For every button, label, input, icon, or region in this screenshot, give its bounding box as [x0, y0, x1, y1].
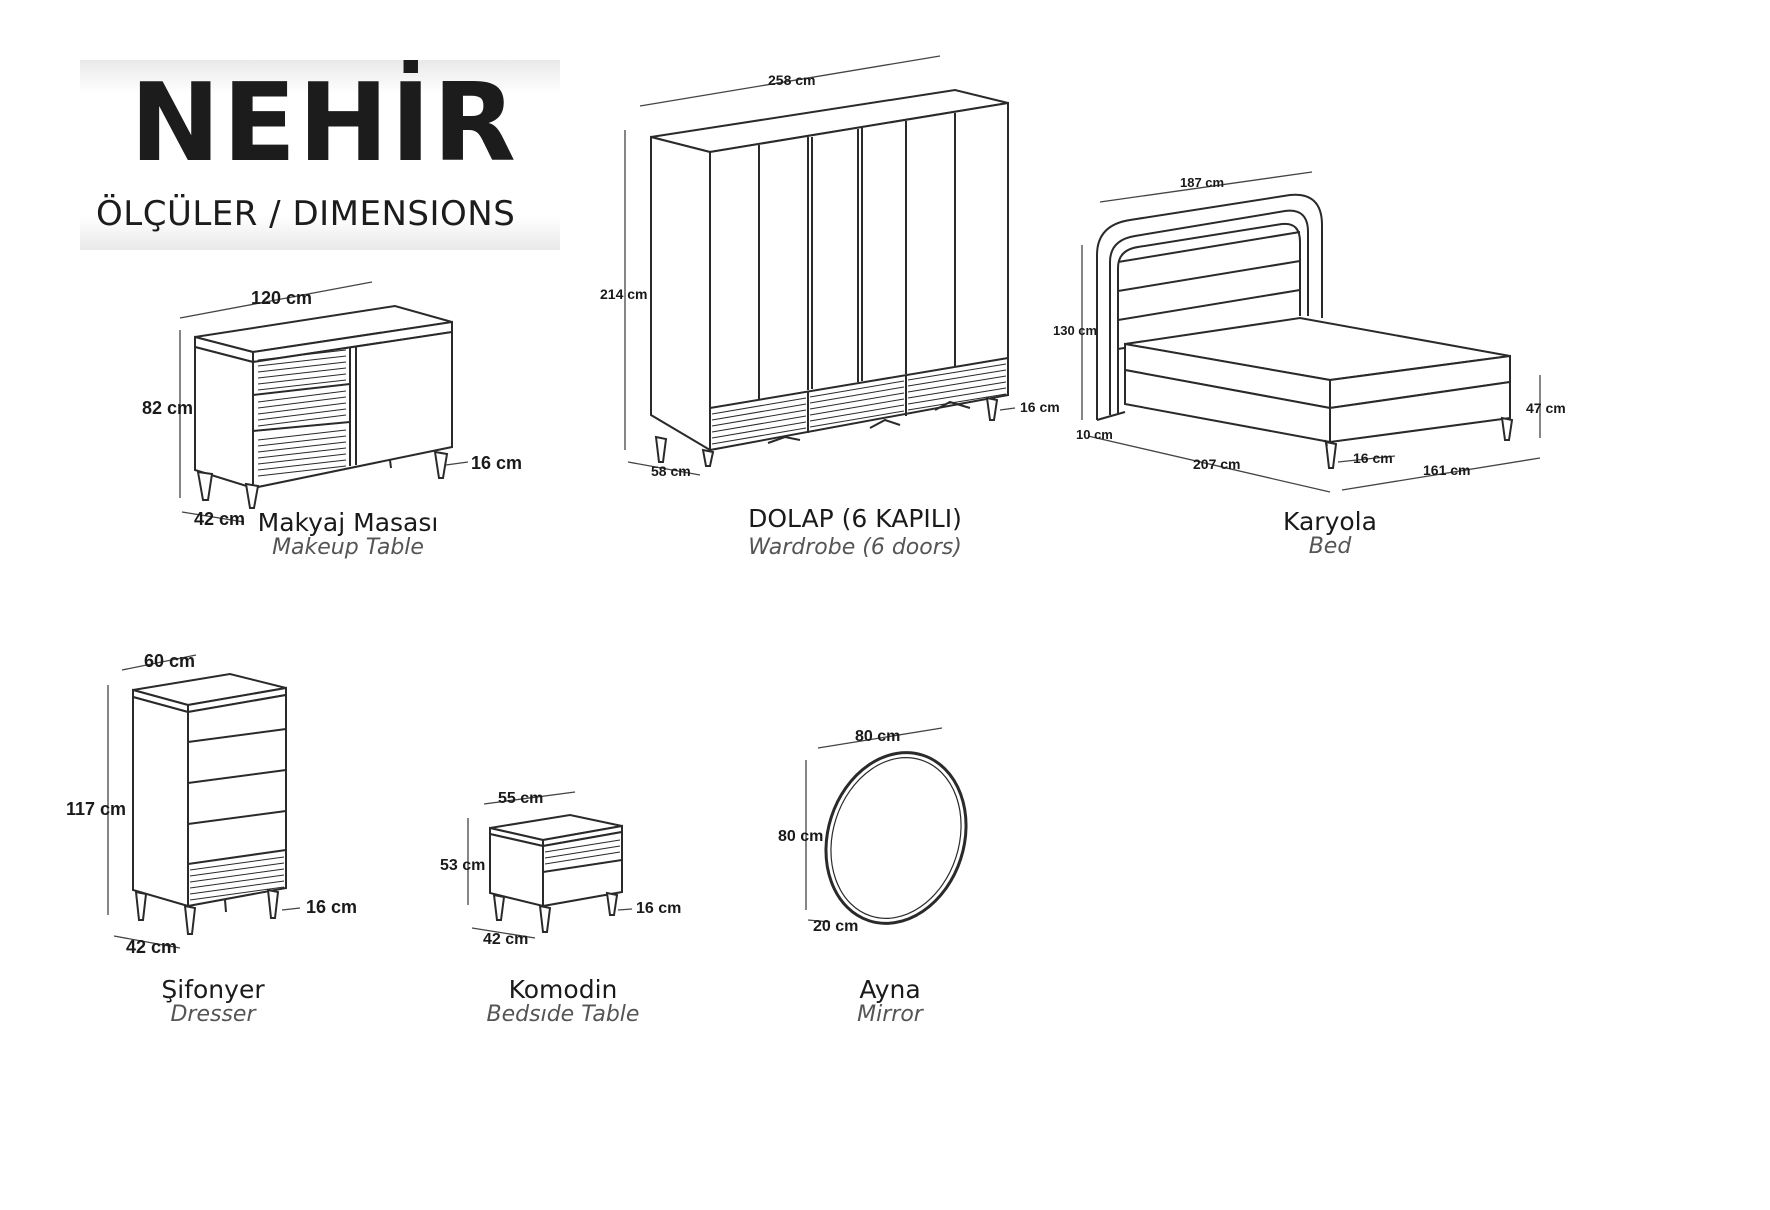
bed-base-label: 10 cm [1076, 427, 1113, 442]
bed-width-label: 187 cm [1180, 175, 1225, 190]
mirror-width-label: 80 cm [855, 728, 901, 745]
nightstand-leg-label: 16 cm [636, 900, 682, 917]
mirror-height-label: 80 cm [778, 828, 824, 845]
dresser-height-label: 117 cm [66, 799, 127, 819]
bed-name: Karyola [1283, 507, 1377, 536]
mirror-drawing [805, 727, 968, 925]
dresser-drawing [107, 654, 301, 949]
makeup-table-name: Makyaj Masası [257, 508, 439, 537]
wardrobe-leg-label: 16 cm [1020, 399, 1060, 415]
wardrobe-drawing [624, 55, 1016, 476]
nightstand-height-label: 53 cm [440, 857, 486, 874]
bed-name-en: Bed [1308, 534, 1352, 559]
wardrobe-width-label: 258 cm [768, 72, 816, 88]
dresser-depth-label: 42 cm [126, 937, 178, 957]
dresser-name-en: Dresser [170, 1002, 256, 1027]
makeup-table-leg-label: 16 cm [471, 453, 523, 473]
bed-drawing [1081, 171, 1541, 493]
nightstand-drawing [467, 791, 633, 939]
bed-outer-width-label: 161 cm [1423, 462, 1471, 478]
nightstand-width-label: 55 cm [498, 790, 544, 807]
nightstand-depth-label: 42 cm [483, 931, 529, 948]
makeup-table-name-en: Makeup Table [272, 535, 424, 560]
wardrobe-height-label: 214 cm [600, 286, 648, 302]
makeup-table-depth-label: 42 cm [194, 509, 246, 529]
bed-length-label: 207 cm [1193, 456, 1241, 472]
bed-headboard-label: 130 cm [1053, 323, 1098, 338]
bed-leg-label: 16 cm [1353, 450, 1393, 466]
dresser-width-label: 60 cm [144, 651, 196, 671]
mirror-name-en: Mirror [857, 1002, 923, 1027]
dresser-leg-label: 16 cm [306, 897, 358, 917]
wardrobe-depth-label: 58 cm [651, 463, 691, 479]
dresser-name: Şifonyer [161, 975, 265, 1004]
brand-subtitle: ÖLÇÜLER / DIMENSIONS [96, 194, 516, 234]
bed-height-label: 47 cm [1526, 400, 1566, 416]
makeup-table-height-label: 82 cm [142, 398, 194, 418]
makeup-table-width-label: 120 cm [251, 288, 313, 308]
wardrobe-name-en: Wardrobe (6 doors) [748, 535, 962, 560]
mirror-depth-label: 20 cm [813, 918, 859, 935]
brand-title: NEHİR [130, 61, 518, 186]
nightstand-name-en: Bedsıde Table [486, 1002, 640, 1027]
wardrobe-name: DOLAP (6 KAPILI) [748, 504, 962, 533]
makeup-table-drawing [179, 281, 469, 523]
mirror-name: Ayna [859, 975, 921, 1004]
nightstand-name: Komodin [508, 975, 618, 1004]
brand-banner [80, 60, 560, 250]
